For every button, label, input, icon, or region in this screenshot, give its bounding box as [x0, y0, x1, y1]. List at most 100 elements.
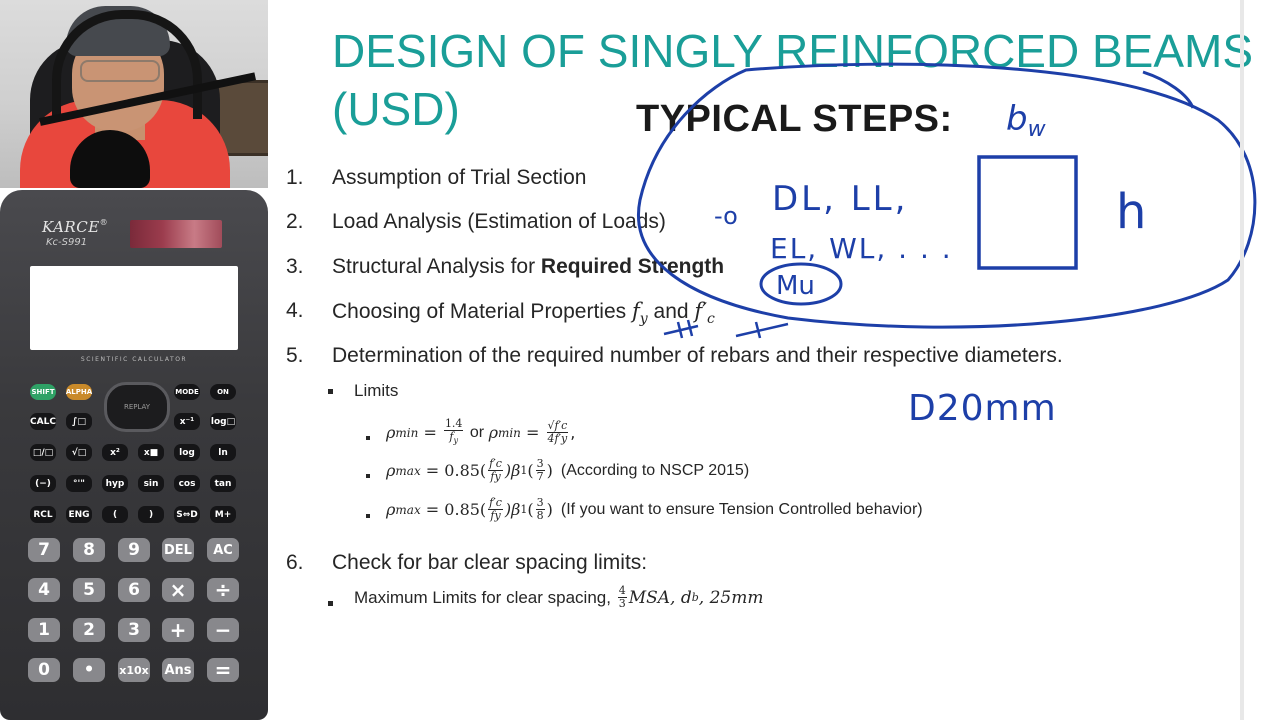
step-3: 3. Structural Analysis for Required Stre… [286, 255, 724, 279]
bullet-square [328, 389, 333, 394]
key-2[interactable]: 2 [73, 618, 105, 642]
m-plus-key[interactable]: M+ [210, 506, 236, 523]
arrow-mark: -o [714, 202, 738, 230]
fc-symbol: f′c [694, 299, 715, 328]
rho-symbol: ρ [386, 461, 396, 480]
rho-symbol: ρ [386, 500, 396, 519]
key-1[interactable]: 1 [28, 618, 60, 642]
step-number: 5. [286, 344, 304, 367]
registered-mark: ® [99, 218, 109, 227]
rho-symbol: ρ [386, 423, 396, 443]
bullet-square [366, 514, 370, 518]
replay-dpad[interactable]: REPLAY [104, 382, 170, 432]
tan-key[interactable]: tan [210, 475, 236, 492]
typical-steps-heading: TYPICAL STEPS: [636, 98, 953, 140]
ac-key[interactable]: AC [207, 538, 239, 562]
slide: DESIGN OF SINGLY REINFORCED BEAMS (USD) … [268, 0, 1280, 720]
step-text: Determination of the required number of … [332, 344, 1063, 367]
msa-symbol: MSA [628, 587, 671, 608]
step-number: 4. [286, 299, 304, 322]
del-key[interactable]: DEL [162, 538, 194, 562]
key-7[interactable]: 7 [28, 538, 60, 562]
open-paren: ( [527, 461, 534, 480]
shift-key[interactable]: SHIFT [30, 384, 56, 400]
d20mm-label: D20mm [908, 388, 1057, 429]
inverse-key[interactable]: x⁻¹ [174, 413, 200, 430]
log-key[interactable]: log [174, 444, 200, 461]
step-number: 2. [286, 210, 304, 233]
negative-key[interactable]: (−) [30, 475, 56, 492]
headset [52, 10, 202, 119]
power-key[interactable]: x■ [138, 444, 164, 461]
key-6[interactable]: 6 [118, 578, 150, 602]
calculator-brand: KARCE® [42, 218, 109, 236]
beta-subscript: 1 [520, 503, 528, 516]
integral-key[interactable]: ∫□ [66, 413, 92, 430]
exp10-key[interactable]: x10x [118, 658, 150, 682]
close-paren-key[interactable]: ) [138, 506, 164, 523]
key-3[interactable]: 3 [118, 618, 150, 642]
decimal-key[interactable]: • [73, 658, 105, 682]
sqrt-key[interactable]: √□ [66, 444, 92, 461]
log-base-key[interactable]: log□ [210, 413, 236, 430]
step-text: Check for bar clear spacing limits: [332, 551, 648, 574]
degree-key[interactable]: °'" [66, 475, 92, 492]
key-5[interactable]: 5 [73, 578, 105, 602]
eng-key[interactable]: ENG [66, 506, 92, 523]
rcl-key[interactable]: RCL [30, 506, 56, 523]
equals-key[interactable]: = [207, 658, 239, 682]
on-key[interactable]: ON [210, 384, 236, 400]
cos-key[interactable]: cos [174, 475, 200, 492]
microphone [70, 130, 150, 188]
key-0[interactable]: 0 [28, 658, 60, 682]
alpha-key[interactable]: ALPHA [66, 384, 92, 400]
step-1: 1. Assumption of Trial Section [286, 166, 586, 190]
square-key[interactable]: x² [102, 444, 128, 461]
calculator-caption: SCIENTIFIC CALCULATOR [80, 356, 188, 363]
step-5: 5. Determination of the required number … [286, 344, 1063, 368]
rho-symbol: ρ [488, 423, 498, 443]
fraction-key[interactable]: □/□ [30, 444, 56, 461]
ans-key[interactable]: Ans [162, 658, 194, 682]
rho-subscript: max [395, 463, 421, 478]
open-paren: ( [527, 500, 534, 519]
key-9[interactable]: 9 [118, 538, 150, 562]
step-text: Structural Analysis for [332, 255, 541, 278]
mode-key[interactable]: MODE [174, 384, 200, 400]
loads-line2: EL, WL, . . . [770, 232, 953, 265]
limits-label: Limits [354, 381, 399, 400]
key-4[interactable]: 4 [28, 578, 60, 602]
open-paren-key[interactable]: ( [102, 506, 128, 523]
slide-right-border [1240, 0, 1244, 720]
beam-section-rectangle [977, 155, 1078, 270]
sin-key[interactable]: sin [138, 475, 164, 492]
equals: = [418, 423, 442, 443]
spacing-label: Maximum Limits for clear spacing, [354, 587, 616, 607]
minus-key[interactable]: − [207, 618, 239, 642]
s-to-d-key[interactable]: S⇔D [174, 506, 200, 523]
rho-subscript: min [497, 425, 521, 440]
calc-key[interactable]: CALC [30, 413, 56, 430]
coefficient: = 0.85( [420, 461, 487, 480]
spacing-25mm: 25mm [709, 587, 764, 608]
calculator-screen [30, 266, 238, 350]
slide-title-line1: DESIGN OF SINGLY REINFORCED BEAMS [332, 25, 1254, 77]
step-number: 3. [286, 255, 304, 278]
beta-symbol: )β [504, 461, 521, 480]
bullet-square [328, 601, 333, 606]
ln-key[interactable]: ln [210, 444, 236, 461]
hyp-key[interactable]: hyp [102, 475, 128, 492]
divide-key[interactable]: ÷ [207, 578, 239, 602]
bw-label: bw [1006, 99, 1047, 142]
key-8[interactable]: 8 [73, 538, 105, 562]
coefficient: = 0.85( [420, 500, 487, 519]
loads-line1: DL, LL, [772, 179, 908, 219]
multiply-key[interactable]: × [162, 578, 194, 602]
step-6: 6. Check for bar clear spacing limits: [286, 551, 648, 575]
plus-key[interactable]: + [162, 618, 194, 642]
